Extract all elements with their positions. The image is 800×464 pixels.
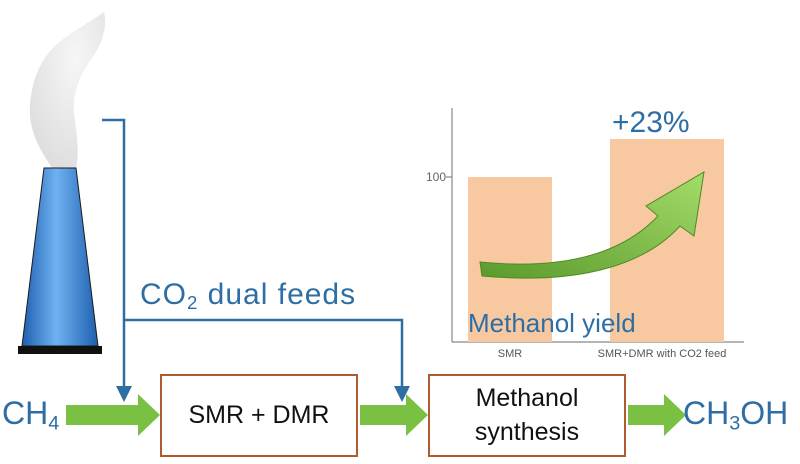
co2-dual-feeds-label: CO2 dual feeds xyxy=(140,278,357,314)
smr-dmr-box: SMR + DMR xyxy=(160,374,358,457)
methanol-synthesis-line1: Methanol xyxy=(475,383,579,412)
trend-up-arrow-icon xyxy=(479,171,705,279)
co2-line-to-synthesis xyxy=(124,318,404,392)
methanol-synthesis-box: Methanol synthesis xyxy=(428,374,626,457)
co2-line-to-reformer xyxy=(102,118,126,392)
chart-title: Methanol yield xyxy=(468,308,636,338)
methanol-output-label: CH3OH xyxy=(683,395,789,435)
chart-bar-smr xyxy=(468,177,552,342)
chart-xtick-smr: SMR xyxy=(497,348,523,360)
flow-arrow-product xyxy=(628,394,686,436)
flow-arrow-feed xyxy=(66,394,160,436)
smokestack-icon xyxy=(18,167,102,354)
chart-xtick-smr-dmr: SMR+DMR with CO2 feed xyxy=(597,348,727,360)
co2-arrowhead-reformer xyxy=(116,386,132,402)
smr-dmr-label: SMR + DMR xyxy=(188,401,330,429)
chart-annotation: +23% xyxy=(612,106,690,139)
ch4-input-label: CH4 xyxy=(2,395,60,435)
flow-arrow-mid xyxy=(360,394,428,436)
co2-arrowhead-synthesis xyxy=(394,386,410,402)
co2-feed-lines xyxy=(102,118,404,392)
methanol-synthesis-line2: synthesis xyxy=(474,417,580,446)
smoke-plume-icon xyxy=(29,12,106,168)
chart-ytick-100: 100 xyxy=(425,170,446,184)
